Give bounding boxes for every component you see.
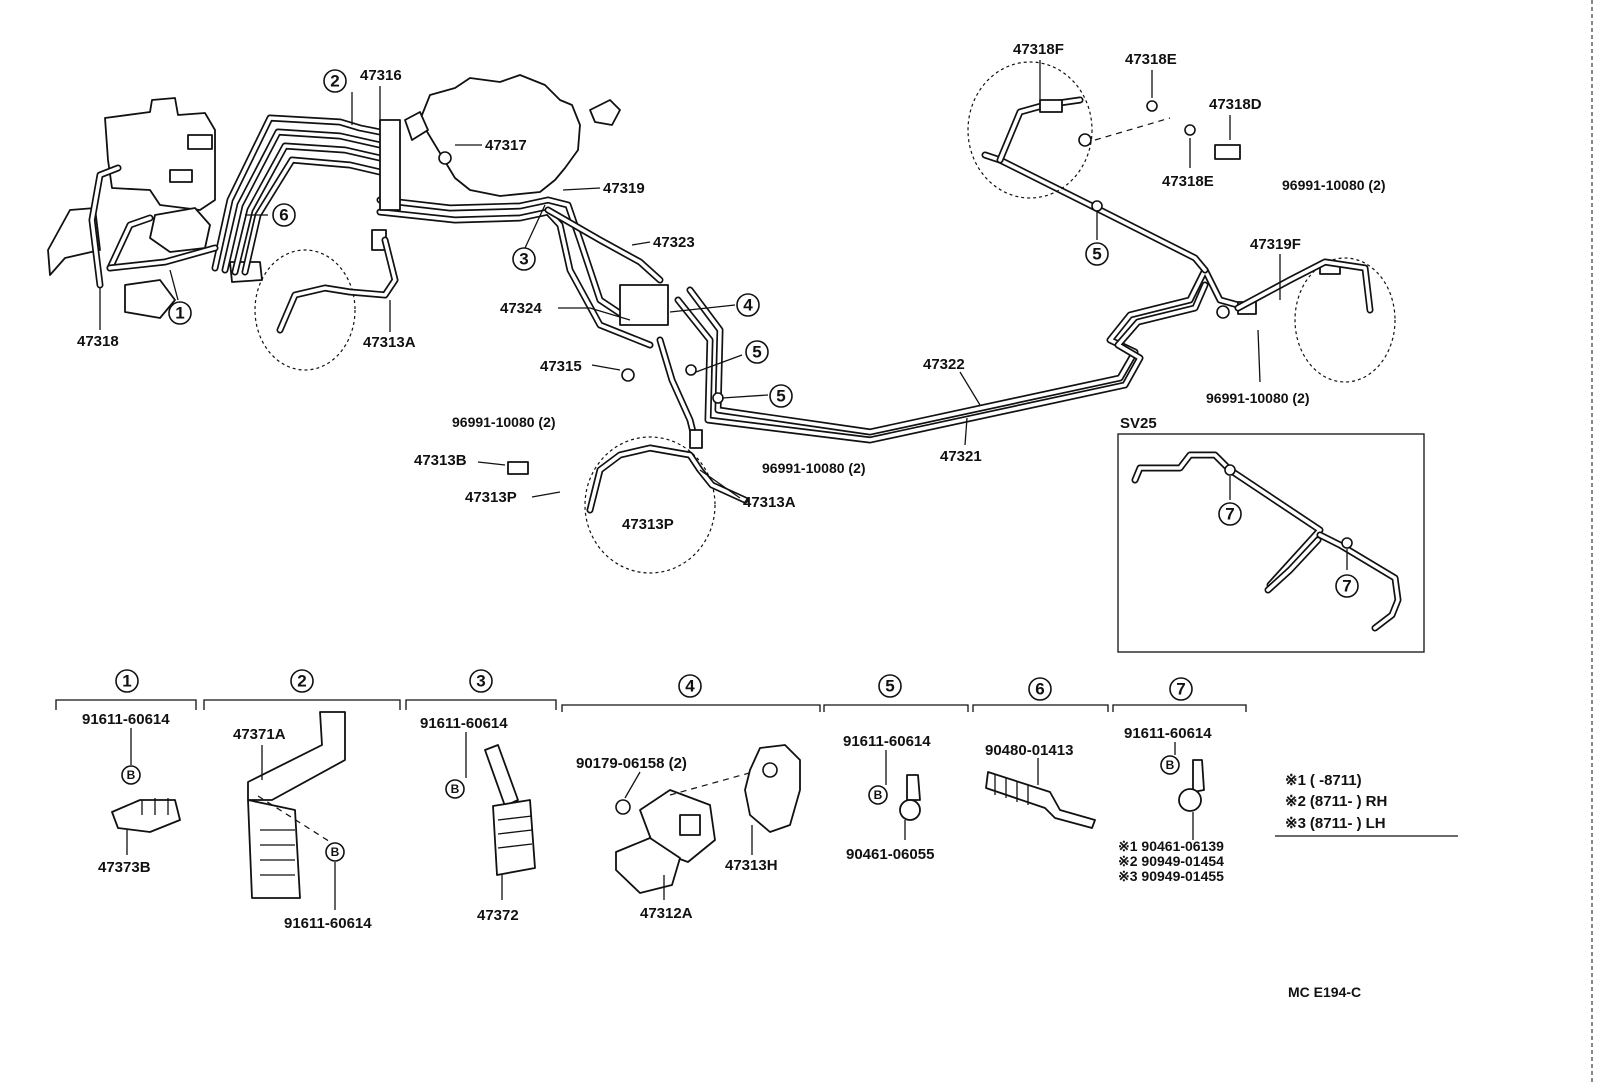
svg-text:7: 7 xyxy=(1225,505,1234,524)
svg-text:5: 5 xyxy=(776,387,785,406)
callout-6: 6 xyxy=(272,203,296,227)
label-47318d: 47318D xyxy=(1209,96,1262,113)
legend-row-1: ※1( -8711) xyxy=(1285,772,1362,789)
kit-4: 4 90179-06158 (2) 47313H 47312A xyxy=(576,674,801,922)
label-47319: 47319 xyxy=(603,180,645,197)
kit-2-part-b: 91611-60614 xyxy=(284,915,372,932)
svg-text:B: B xyxy=(1166,758,1175,772)
label-96991-b: 96991-10080 (2) xyxy=(762,460,866,476)
svg-text:1: 1 xyxy=(175,304,184,323)
variant-legend: ※1( -8711) ※2(8711- )RH ※3(8711- )LH xyxy=(1275,772,1458,837)
svg-text:3: 3 xyxy=(519,250,528,269)
label-96991-d: 96991-10080 (2) xyxy=(1206,390,1310,406)
kit-7-number: 7 xyxy=(1176,680,1185,699)
label-47313a-front: 47313A xyxy=(743,494,796,511)
svg-text:6: 6 xyxy=(279,206,288,225)
svg-text:B: B xyxy=(874,788,883,802)
kit-7-variant-3: ※3 90949-01455 xyxy=(1118,868,1224,884)
svg-text:4: 4 xyxy=(743,296,753,315)
label-47318e-a: 47318E xyxy=(1125,51,1177,68)
svg-text:B: B xyxy=(451,782,460,796)
kit-3: 3 91611-60614 B 47372 xyxy=(420,669,536,924)
svg-text:B: B xyxy=(127,768,136,782)
junction-nodes xyxy=(685,200,1103,404)
kit-1-part-b: 47373B xyxy=(98,859,151,876)
kit-5-part-a: 91611-60614 xyxy=(843,733,931,750)
kit-2: 2 47371A B 91611-60614 xyxy=(233,669,372,932)
callout-3: 3 xyxy=(512,247,536,271)
label-47317: 47317 xyxy=(485,137,527,154)
kit-3-number: 3 xyxy=(476,672,485,691)
kit-7-variant-2: ※2 90949-01454 xyxy=(1118,853,1224,869)
label-47321: 47321 xyxy=(940,448,982,465)
callout-2: 2 xyxy=(323,69,347,93)
legend-row-3: ※3(8711- )LH xyxy=(1285,815,1386,832)
brake-lines-main xyxy=(88,96,1242,444)
label-47315: 47315 xyxy=(540,358,582,375)
callout-7-b: 7 xyxy=(1335,574,1359,598)
kit-5: 5 91611-60614 B 90461-06055 xyxy=(843,674,934,863)
label-47313p-b: 47313P xyxy=(622,516,674,533)
label-96991-c: 96991-10080 (2) xyxy=(1282,177,1386,193)
kit-1: 1 91611-60614 B 47373B xyxy=(82,669,181,876)
kit-5-number: 5 xyxy=(885,677,894,696)
kit-1-number: 1 xyxy=(122,672,131,691)
callouts: 2 6 1 3 4 5 5 5 7 7 xyxy=(168,69,1359,598)
label-47318: 47318 xyxy=(77,333,119,350)
kit-2-number: 2 xyxy=(297,672,306,691)
kit-4-part-c: 47312A xyxy=(640,905,693,922)
callout-7-a: 7 xyxy=(1218,502,1242,526)
label-47313b: 47313B xyxy=(414,452,467,469)
label-47319f: 47319F xyxy=(1250,236,1301,253)
kit-7-variant-1: ※1 90461-06139 xyxy=(1118,838,1224,854)
label-47318f: 47318F xyxy=(1013,41,1064,58)
label-47323: 47323 xyxy=(653,234,695,251)
wheel-hose-views xyxy=(254,61,1396,574)
kit-4-number: 4 xyxy=(685,677,695,696)
sv25-inset: SV25 xyxy=(1117,415,1425,653)
label-47313p-a: 47313P xyxy=(465,489,517,506)
master-cylinder-area xyxy=(47,97,263,319)
svg-text:7: 7 xyxy=(1342,577,1351,596)
label-47316: 47316 xyxy=(360,67,402,84)
label-47313a-rear: 47313A xyxy=(363,334,416,351)
kit-6: 6 90480-01413 xyxy=(985,677,1096,829)
svg-text:2: 2 xyxy=(330,72,339,91)
callout-4: 4 xyxy=(736,293,760,317)
svg-text:5: 5 xyxy=(1092,245,1101,264)
brake-booster-outline xyxy=(404,74,621,197)
kit-1-part-a: 91611-60614 xyxy=(82,711,170,728)
callout-5-a: 5 xyxy=(745,340,769,364)
svg-text:5: 5 xyxy=(752,343,761,362)
kit-3-part-a: 91611-60614 xyxy=(420,715,508,732)
diagram-code: MC E194-C xyxy=(1288,984,1361,1000)
fittings xyxy=(371,99,1341,475)
kit-7: 7 91611-60614 B ※1 90461-06139 ※2 90949-… xyxy=(1118,677,1224,884)
kit-5-part-b: 90461-06055 xyxy=(846,846,934,863)
legend-row-2: ※2(8711- )RH xyxy=(1285,793,1387,810)
kit-4-part-b: 47313H xyxy=(725,857,778,874)
kit-6-part-a: 90480-01413 xyxy=(985,742,1073,759)
kit-4-part-a: 90179-06158 (2) xyxy=(576,755,687,772)
kit-3-part-b: 47372 xyxy=(477,907,519,924)
label-47318e-b: 47318E xyxy=(1162,173,1214,190)
part-labels: 47316 47317 47319 47323 47324 47315 4731… xyxy=(77,41,1386,1000)
kit-brackets xyxy=(55,699,1247,712)
sv25-label: SV25 xyxy=(1120,415,1157,432)
kit-6-number: 6 xyxy=(1035,680,1044,699)
callout-5-b: 5 xyxy=(769,384,793,408)
leader-lines xyxy=(99,60,1348,570)
label-47322: 47322 xyxy=(923,356,965,373)
svg-text:B: B xyxy=(331,845,340,859)
label-47324: 47324 xyxy=(500,300,542,317)
kit-7-part-a: 91611-60614 xyxy=(1124,725,1212,742)
label-96991-a: 96991-10080 (2) xyxy=(452,414,556,430)
callout-5-c: 5 xyxy=(1085,242,1109,266)
kit-2-part-a: 47371A xyxy=(233,726,286,743)
callout-1: 1 xyxy=(168,301,192,325)
